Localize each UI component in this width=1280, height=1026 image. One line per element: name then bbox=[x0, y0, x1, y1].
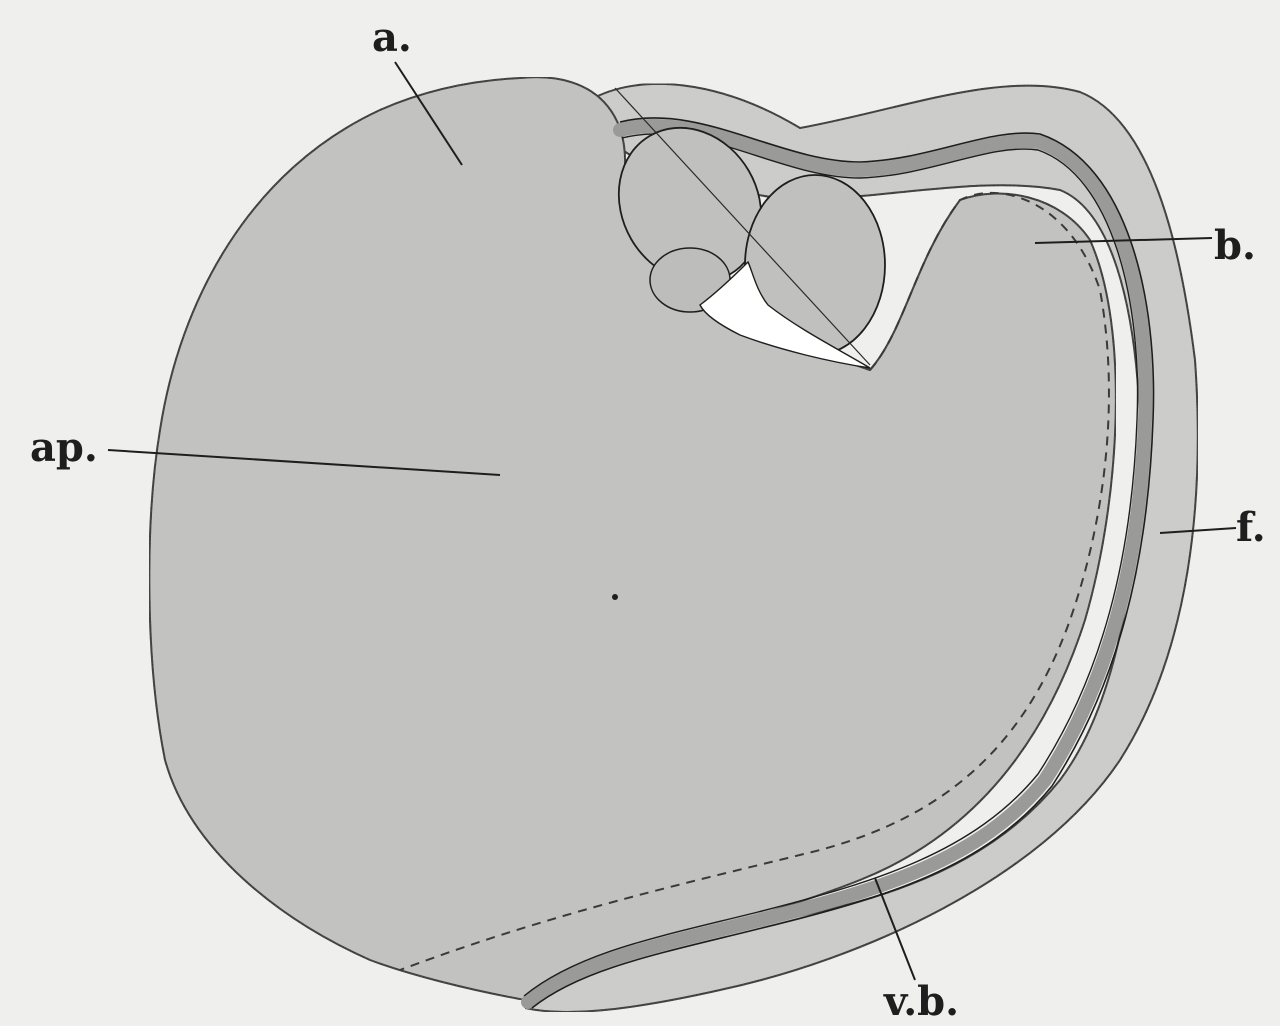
label-b: b. bbox=[1214, 226, 1256, 266]
label-a: a. bbox=[372, 18, 412, 58]
body-dot bbox=[612, 594, 618, 600]
label-vb: v.b. bbox=[884, 982, 959, 1022]
label-ap: ap. bbox=[30, 428, 98, 468]
label-f: f. bbox=[1236, 508, 1266, 548]
